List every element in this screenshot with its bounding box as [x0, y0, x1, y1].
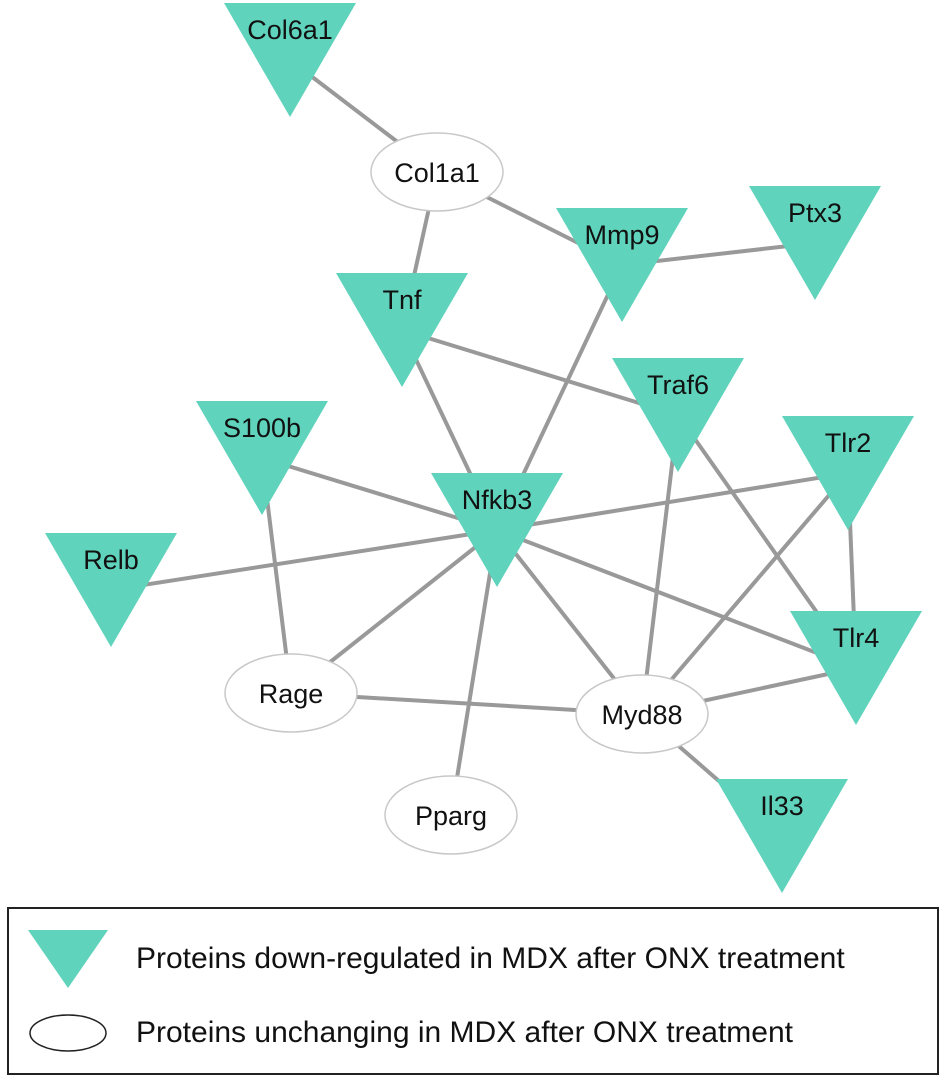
node-col6a1[interactable]: Col6a1 — [224, 3, 356, 117]
edge-nfkb3-pparg — [449, 528, 499, 817]
edge-tlr2-myd88 — [640, 471, 850, 716]
edge-nfkb3-tlr4 — [495, 528, 858, 670]
node-relb[interactable]: Relb — [45, 533, 177, 647]
node-s100b[interactable]: S100b — [196, 401, 328, 515]
node-traf6[interactable]: Traf6 — [612, 358, 744, 472]
down-regulated-triangle — [612, 358, 744, 472]
edge-traf6-myd88 — [640, 413, 680, 716]
edge-nfkb3-tlr2 — [495, 471, 850, 532]
node-tlr4[interactable]: Tlr4 — [790, 611, 922, 725]
node-label: Traf6 — [647, 370, 709, 400]
node-label: Col1a1 — [394, 158, 480, 188]
down-regulated-triangle — [782, 416, 914, 530]
down-regulated-triangle — [336, 273, 468, 387]
down-regulated-triangle — [224, 3, 356, 117]
node-label: Pparg — [415, 801, 487, 831]
down-regulated-triangle — [790, 611, 922, 725]
node-tlr2[interactable]: Tlr2 — [782, 416, 914, 530]
legend-unchanged-label: Proteins unchanging in MDX after ONX tre… — [136, 1016, 793, 1049]
node-rage[interactable]: Rage — [224, 653, 358, 733]
triangle-down-icon — [28, 930, 108, 988]
node-label: Col6a1 — [247, 15, 333, 45]
node-label: Rage — [259, 679, 324, 709]
node-nfkb3[interactable]: Nfkb3 — [431, 473, 563, 587]
node-label: Myd88 — [601, 700, 682, 730]
node-label: Tnf — [382, 285, 422, 315]
node-ptx3[interactable]: Ptx3 — [749, 186, 881, 300]
node-pparg[interactable]: Pparg — [384, 775, 518, 855]
legend-unchanging: Proteins unchanging in MDX after ONX tre… — [9, 1003, 937, 1063]
node-il33[interactable]: Il33 — [716, 779, 848, 893]
down-regulated-triangle — [196, 401, 328, 515]
edge-nfkb3-relb — [109, 528, 499, 592]
node-label: Ptx3 — [788, 198, 842, 228]
node-label: Relb — [83, 545, 139, 575]
unchanging-ellipse — [224, 653, 358, 733]
edge-tnf-traf6 — [400, 328, 680, 417]
unchanging-ellipse — [575, 674, 709, 754]
node-label: Mmp9 — [584, 220, 659, 250]
ellipse-icon — [29, 1014, 107, 1052]
node-tnf[interactable]: Tnf — [336, 273, 468, 387]
node-label: Il33 — [760, 791, 804, 821]
node-myd88[interactable]: Myd88 — [575, 674, 709, 754]
node-col1a1[interactable]: Col1a1 — [370, 132, 504, 212]
unchanging-ellipse — [370, 132, 504, 212]
node-label: Nfkb3 — [462, 485, 533, 515]
legend-down-regulated: Proteins down-regulated in MDX after ONX… — [9, 929, 937, 989]
down-regulated-triangle — [45, 533, 177, 647]
down-regulated-triangle — [431, 473, 563, 587]
down-regulated-triangle — [749, 186, 881, 300]
node-label: Tlr2 — [825, 428, 872, 458]
node-mmp9[interactable]: Mmp9 — [556, 208, 688, 322]
down-regulated-triangle — [716, 779, 848, 893]
node-label: Tlr4 — [833, 623, 880, 653]
legend: Proteins down-regulated in MDX after ONX… — [7, 907, 939, 1075]
node-label: S100b — [223, 413, 301, 443]
down-regulated-triangle — [556, 208, 688, 322]
legend-down-label: Proteins down-regulated in MDX after ONX… — [136, 942, 845, 975]
unchanging-ellipse — [384, 775, 518, 855]
